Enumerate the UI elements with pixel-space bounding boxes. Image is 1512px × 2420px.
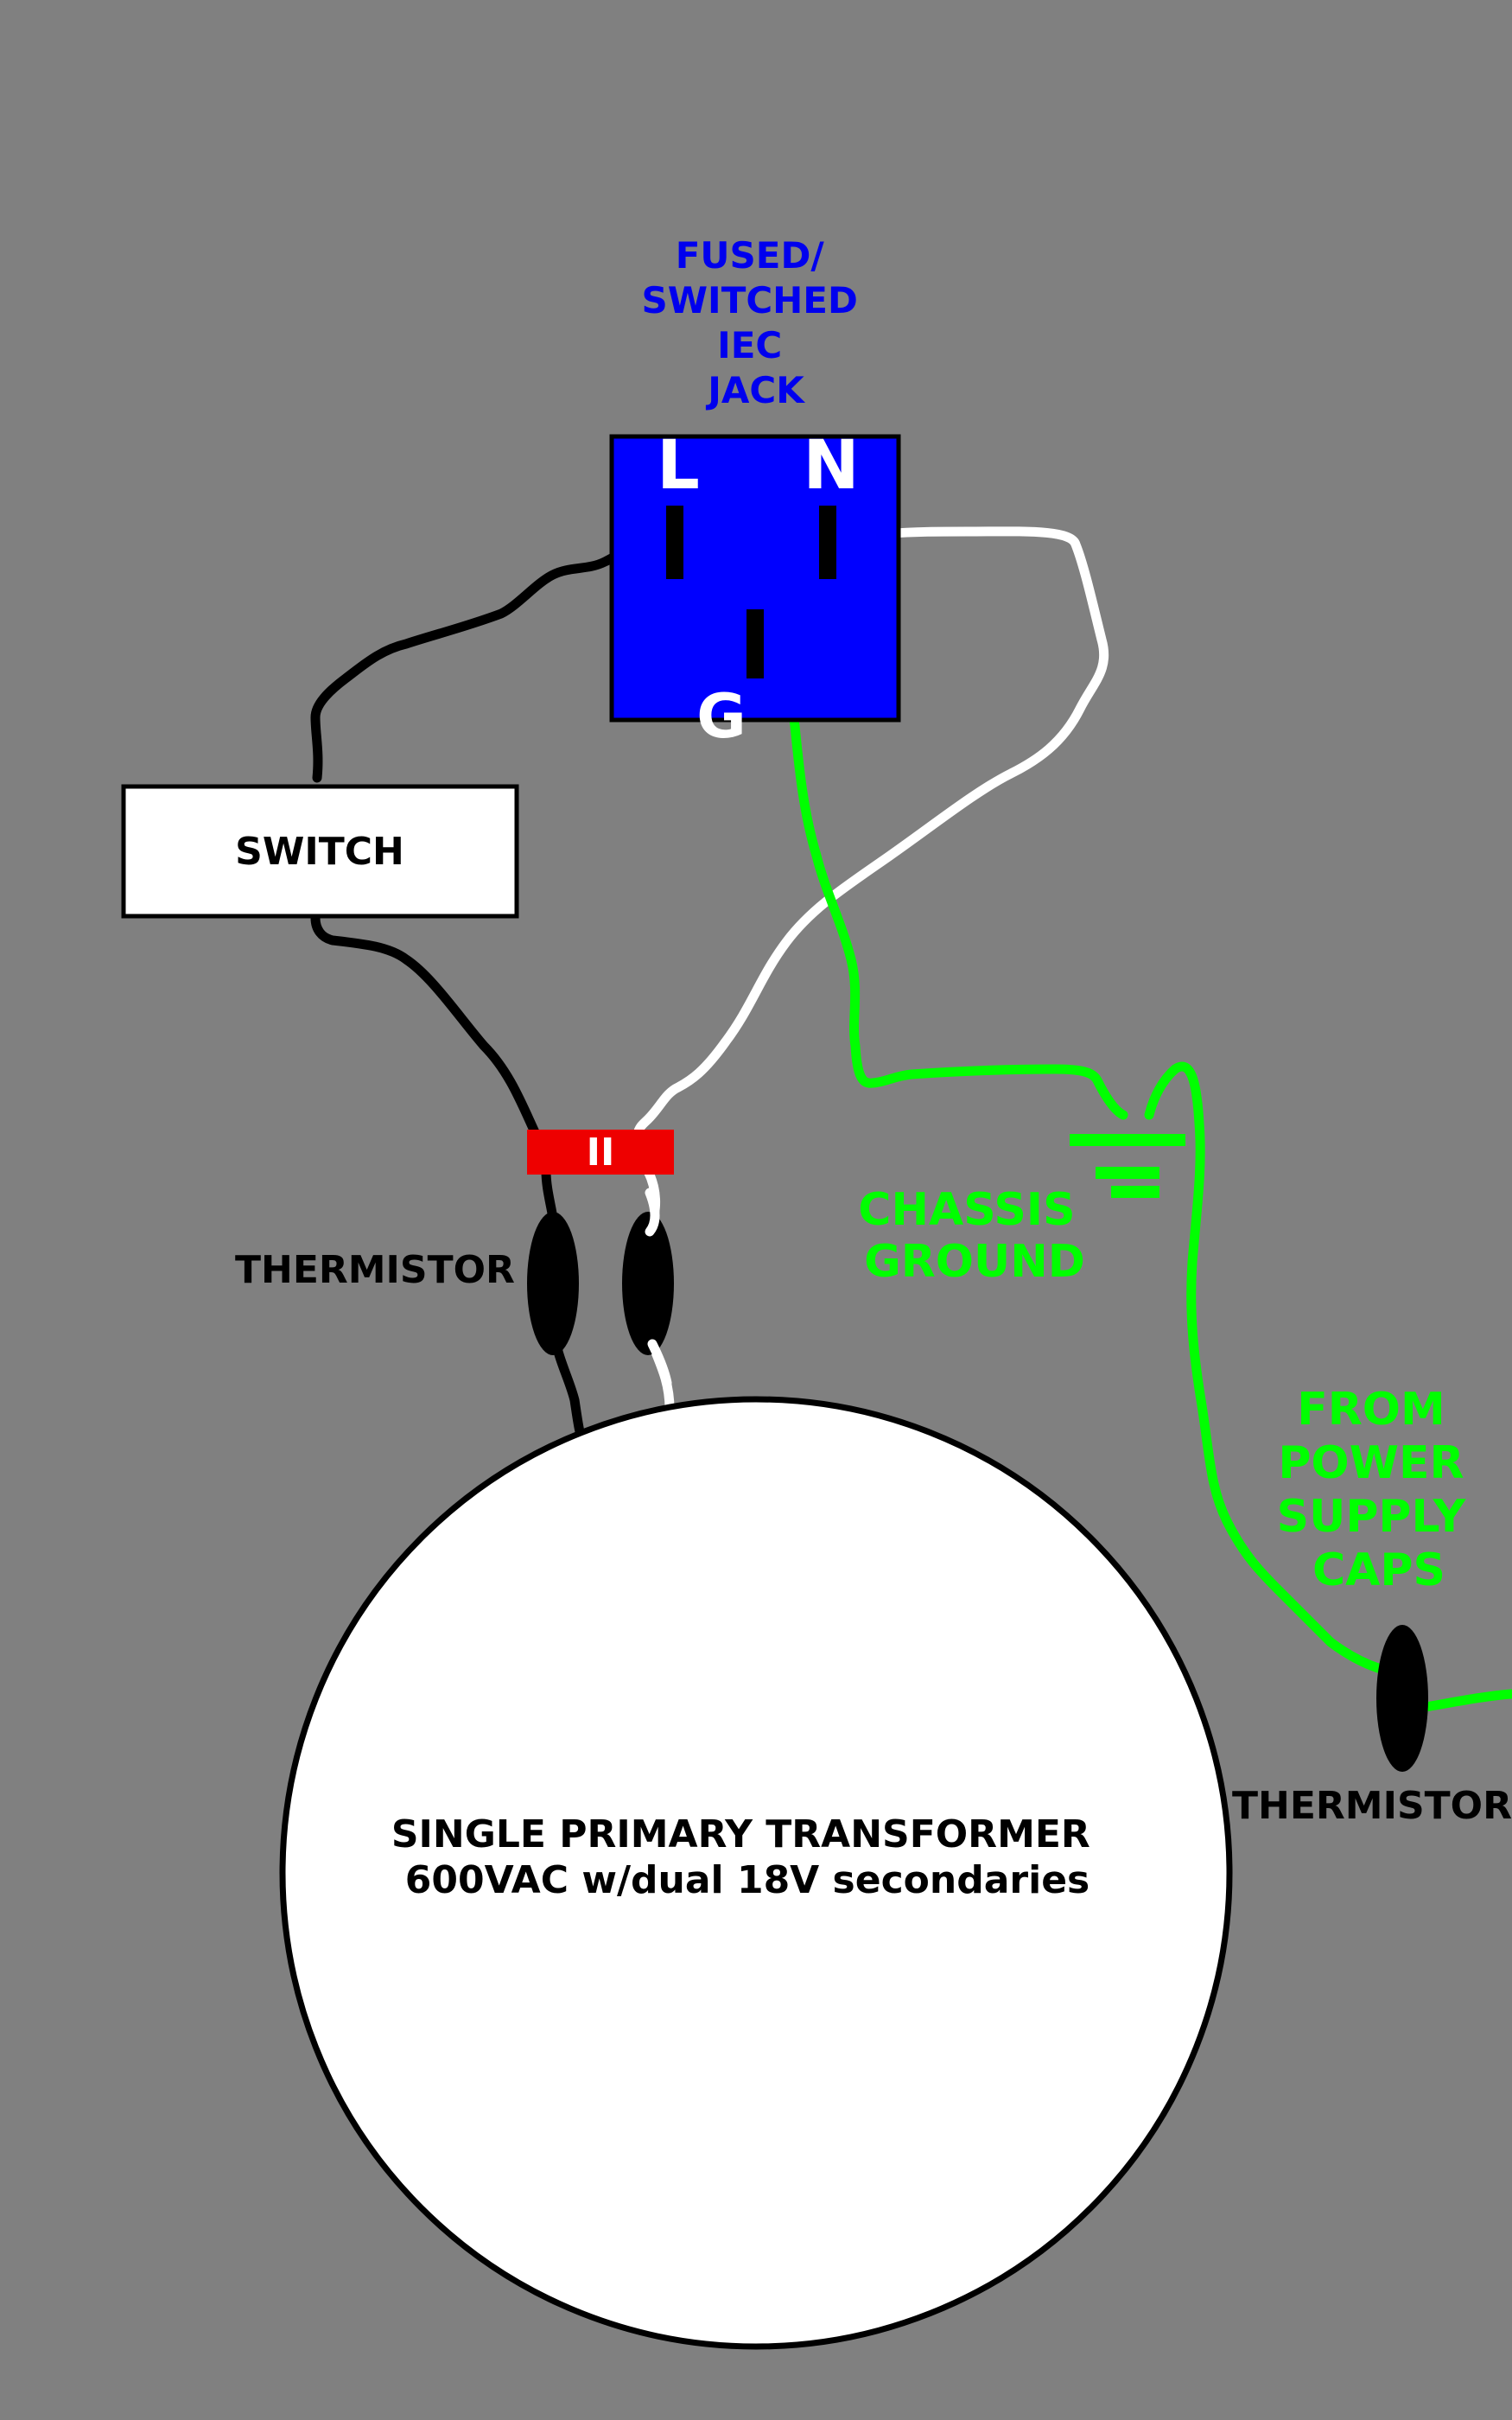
wire-neutral (632, 526, 1109, 1139)
wire-psu-ground (1144, 1061, 1383, 1673)
terminal-ground-label: G (696, 681, 746, 752)
wire-psu-feed (1420, 1689, 1512, 1712)
from-psu-caps-label-line: POWER (1278, 1437, 1464, 1489)
wire-ground (766, 645, 1128, 1120)
chassis-ground-symbol-icon (1070, 1134, 1185, 1198)
transformer-label-line1: SINGLE PRIMARY TRANSFORMER (391, 1812, 1090, 1856)
switch-box (121, 784, 519, 919)
terminal-ground-pin (746, 609, 764, 678)
chassis-ground-label: CHASSIS GROUND (858, 1184, 1090, 1288)
primary-thermistor-right-icon (622, 1212, 674, 1355)
terminal-neutral-pin (819, 506, 836, 579)
from-psu-caps-label-line: CAPS (1312, 1544, 1445, 1596)
from-psu-caps-label: FROM POWER SUPPLY CAPS (1277, 1384, 1482, 1596)
transformer-label: SINGLE PRIMARY TRANSFORMER 600VAC w/dual… (391, 1812, 1103, 1902)
chassis-ground-label-line: CHASSIS (858, 1184, 1075, 1236)
primary-thermistor-label: THERMISTOR (235, 1248, 515, 1292)
switch-label: SWITCH (235, 830, 404, 874)
from-psu-caps-label-line: SUPPLY (1277, 1491, 1467, 1543)
iec-jack-label-line: IEC (717, 324, 782, 366)
wire-thermistor-to-transformer-black (552, 1343, 586, 1440)
ground-thermistor-icon (1376, 1625, 1428, 1772)
transformer (279, 1396, 1233, 2350)
wire-switch-to-connector (310, 913, 541, 1139)
iec-jack-label-line: FUSED/ (676, 234, 825, 277)
primary-thermistor-left-icon (527, 1212, 579, 1355)
wire-connector-to-thermistor (541, 1166, 558, 1224)
ground-thermistor-label: THERMISTOR (1232, 1784, 1512, 1828)
terminal-line-label: L (657, 427, 700, 505)
iec-jack-label: FUSED/ SWITCHED IEC JACK (641, 234, 870, 411)
chassis-ground-label-line: GROUND (864, 1236, 1085, 1288)
wire-connector (527, 1130, 674, 1175)
thermistor-white-lead-bottom (647, 1339, 672, 1388)
wire-connector-label: II (587, 1130, 615, 1175)
wire-line-to-switch (310, 522, 679, 783)
iec-jack-label-line: SWITCHED (641, 279, 857, 322)
terminal-line-pin (666, 506, 683, 579)
from-psu-caps-label-line: FROM (1297, 1384, 1445, 1436)
terminal-neutral-label: N (803, 427, 859, 505)
thermistor-white-lead-top (645, 1188, 660, 1237)
iec-jack-label-line: JACK (705, 369, 805, 411)
transformer-label-line2: 600VAC w/dual 18V secondaries (405, 1858, 1090, 1902)
